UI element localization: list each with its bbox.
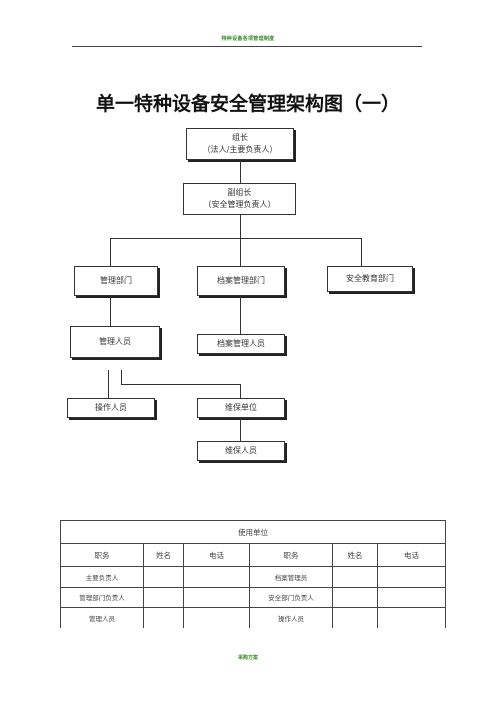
management-staff-label: 管理人员 [99, 337, 131, 346]
table-cell[interactable] [183, 607, 250, 628]
operator-box: 操作人员 [67, 398, 155, 418]
connector-to-maintenance-bus [121, 384, 240, 385]
table-row: 管理人员 操作人员 [60, 607, 447, 628]
archive-staff-box: 档案管理人员 [197, 334, 285, 354]
connector-to-safety-edu-dept [361, 238, 362, 266]
operator-label: 操作人员 [95, 403, 127, 412]
table-cell[interactable] [183, 586, 250, 608]
deputy-title: 副组长 [227, 188, 252, 197]
connector-deputy-bus [240, 215, 241, 238]
connector-to-maintenance-unit [240, 384, 241, 398]
deputy-subtitle: （安全管理负责人） [203, 200, 276, 209]
table-cell[interactable] [143, 566, 184, 588]
connector-dept-bus [110, 238, 362, 239]
connector-to-archive-dept [240, 238, 241, 266]
leader-box: 组长 （法人/主要负责人） [186, 128, 294, 160]
archive-dept-box: 档案管理部门 [197, 266, 285, 296]
column-header: 姓名 [143, 543, 184, 567]
table-cell: 主要负责人 [60, 566, 144, 588]
leader-subtitle: （法人/主要负责人） [202, 145, 278, 154]
management-staff-box: 管理人员 [70, 326, 160, 358]
table-cell[interactable] [143, 607, 184, 628]
maintenance-staff-box: 维保人员 [197, 441, 285, 461]
roster-table: 使用单位 职务 姓名 电话 职务 姓名 电话 主要负责人 档案管理员 管理部门负… [59, 520, 447, 628]
page-footer: 采购方案 [237, 655, 258, 661]
table-cell: 档案管理员 [249, 566, 333, 588]
column-header: 职务 [249, 543, 333, 567]
maintenance-staff-label: 维保人员 [225, 446, 257, 455]
column-header: 姓名 [332, 543, 378, 567]
connector-leader-deputy [240, 160, 241, 183]
column-header: 职务 [60, 543, 144, 567]
table-cell: 安全部门负责人 [249, 586, 333, 608]
safety-edu-dept-box: 安全教育部门 [327, 266, 413, 292]
table-cell: 管理部门负责人 [60, 586, 144, 608]
table-row: 主要负责人 档案管理员 [60, 566, 447, 588]
connector-to-operator [108, 370, 109, 398]
header-rule [72, 46, 422, 47]
connector-mgmt-dept-staff [110, 296, 111, 326]
column-header: 电话 [376, 543, 447, 567]
table-cell[interactable] [183, 566, 250, 588]
page-title: 单一特种设备安全管理架构图（一） [95, 93, 400, 115]
table-cell: 管理人员 [60, 607, 144, 628]
deputy-box: 副组长 （安全管理负责人） [183, 183, 296, 215]
connector-unit-to-maintenance-staff [240, 418, 241, 441]
archive-staff-label: 档案管理人员 [217, 339, 265, 348]
leader-title: 组长 [232, 133, 248, 142]
maintenance-unit-label: 维保单位 [225, 403, 257, 412]
safety-edu-dept-label: 安全教育部门 [346, 274, 394, 283]
column-header: 电话 [183, 543, 250, 567]
page-header: 特种设备各项管理制度 [221, 36, 275, 42]
table-cell: 操作人员 [249, 607, 333, 628]
table-cell[interactable] [332, 566, 378, 588]
roster-caption: 使用单位 [59, 520, 447, 544]
connector-to-management-dept [110, 238, 111, 266]
connector-staff-down [121, 370, 122, 384]
management-dept-label: 管理部门 [100, 276, 132, 285]
table-cell[interactable] [143, 586, 184, 608]
archive-dept-label: 档案管理部门 [217, 276, 265, 285]
table-cell[interactable] [376, 566, 447, 588]
table-cell[interactable] [376, 586, 447, 608]
table-cell[interactable] [332, 586, 378, 608]
management-dept-box: 管理部门 [74, 266, 158, 296]
maintenance-unit-box: 维保单位 [197, 398, 285, 418]
table-cell[interactable] [332, 607, 378, 628]
connector-archive-dept-staff [240, 296, 241, 334]
table-row: 管理部门负责人 安全部门负责人 [60, 586, 447, 608]
table-cell[interactable] [376, 607, 447, 628]
